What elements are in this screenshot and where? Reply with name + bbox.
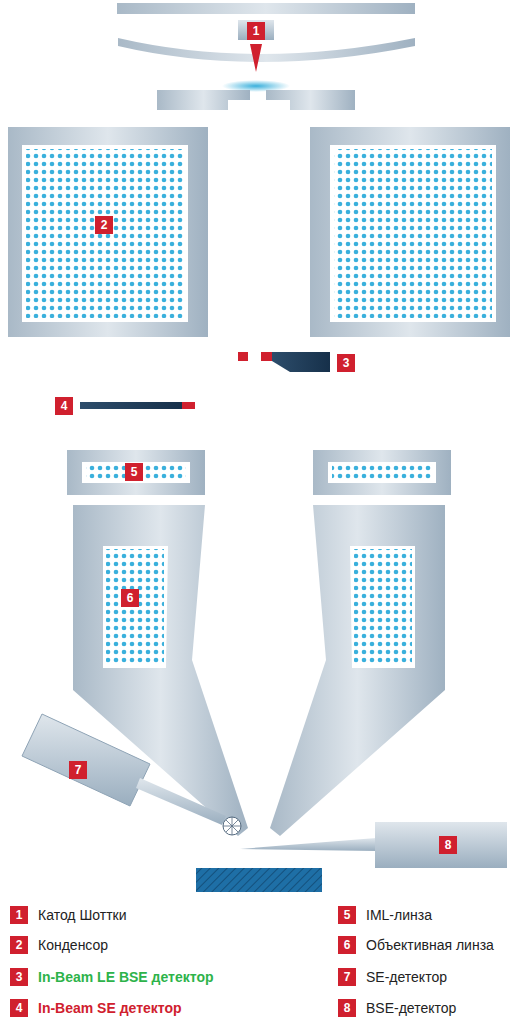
callout-text: 1 [253, 24, 260, 38]
callout-text: 4 [61, 399, 68, 413]
se-detector-grid [223, 817, 241, 835]
objective-window [350, 546, 415, 668]
iml-lens-window [328, 462, 436, 483]
callout-text: 8 [344, 1001, 351, 1015]
se-detector-grid [223, 817, 241, 835]
callout-text: 7 [75, 763, 82, 777]
legend-number: 1 [10, 906, 28, 924]
callout-number: 8 [439, 836, 457, 854]
top-plate [117, 3, 415, 14]
callout-text: 6 [344, 938, 351, 952]
bse-detector-body [375, 822, 507, 868]
objective-pole-piece [270, 505, 445, 836]
legend-number: 2 [10, 936, 28, 954]
legend-text: Объективная линза [366, 937, 494, 953]
aperture-plate [266, 90, 355, 110]
se-detector-tube [136, 778, 226, 825]
bse-detector-arm [240, 838, 376, 851]
legend-number: 4 [10, 999, 28, 1017]
callout-number: 5 [125, 463, 143, 481]
objective-coil [106, 549, 164, 665]
callout-number: 4 [55, 397, 73, 415]
legend-number: 3 [10, 968, 28, 986]
callout-number: 2 [95, 216, 113, 234]
le-bse-detector-element [238, 352, 248, 361]
callout-text: 3 [16, 970, 23, 984]
cathode-tip [250, 44, 262, 72]
iml-lens-coil [86, 464, 186, 481]
legend-text: In-Beam SE детектор [38, 1000, 182, 1016]
callout-text: 3 [343, 356, 350, 370]
iml-lens-coil [332, 464, 432, 481]
le-bse-detector-element [261, 352, 272, 361]
extractor-electrode [118, 38, 415, 62]
callout-text: 5 [344, 908, 351, 922]
legend-number: 8 [338, 999, 356, 1017]
callout-number: 6 [121, 589, 139, 607]
callout-text: 7 [344, 970, 351, 984]
callout-text: 5 [131, 465, 138, 479]
condenser-yoke [8, 127, 208, 337]
condenser-coil [334, 149, 492, 318]
legend-number: 5 [338, 906, 356, 924]
le-bse-detector-body [272, 352, 330, 372]
condenser-coil [26, 149, 184, 318]
cathode-holder [238, 20, 274, 40]
callout-number: 1 [247, 22, 265, 40]
callout-number: 7 [69, 761, 87, 779]
legend-text: Катод Шоттки [38, 907, 127, 923]
legend-text: IML-линза [366, 907, 432, 923]
callout-text: 2 [101, 218, 108, 232]
callout-text: 1 [16, 908, 23, 922]
callout-text: 4 [16, 1001, 23, 1015]
inbeam-se-detector-body [80, 402, 182, 409]
legend-text: Конденсор [38, 937, 108, 953]
legend-text: SE-детектор [366, 969, 447, 985]
aperture-plate [157, 90, 250, 110]
callout-number: 3 [337, 354, 355, 372]
objective-window [103, 546, 168, 668]
callout-text: 2 [16, 938, 23, 952]
iml-lens-yoke [67, 450, 205, 495]
legend-number: 7 [338, 968, 356, 986]
sample [196, 868, 322, 892]
callout-text: 6 [127, 591, 134, 605]
condenser-window [22, 145, 188, 322]
condenser-yoke [310, 127, 510, 337]
objective-coil [354, 549, 412, 665]
legend-text: BSE-детектор [366, 1000, 456, 1016]
inbeam-se-detector-tip [182, 402, 195, 409]
legend-number: 6 [338, 936, 356, 954]
iml-lens-yoke [313, 450, 451, 495]
legend-text: In-Beam LE BSE детектор [38, 969, 214, 985]
condenser-window [330, 145, 496, 322]
se-detector-body [22, 714, 150, 806]
callout-text: 8 [445, 838, 452, 852]
iml-lens-window [82, 462, 190, 483]
